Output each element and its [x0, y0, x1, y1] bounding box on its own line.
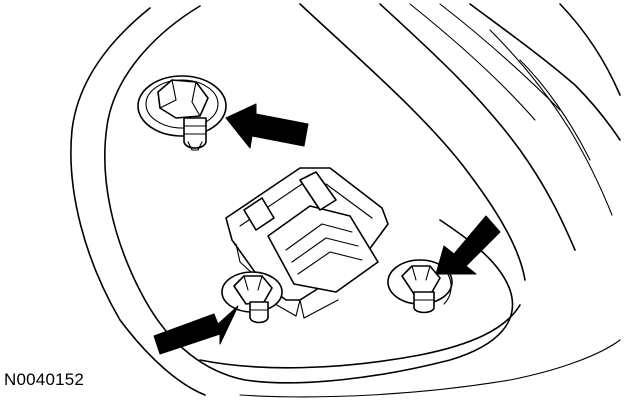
electrical-connector [225, 167, 389, 319]
arrow-icon [153, 305, 239, 355]
panel-outline [70, 3, 621, 398]
lower-right-nut [387, 259, 453, 314]
lower-left-nut [221, 271, 283, 324]
arrow-icon [435, 215, 501, 275]
arrow-icon [225, 103, 309, 149]
upper-nut [137, 75, 227, 151]
figure-id-label: N0040152 [4, 370, 85, 389]
